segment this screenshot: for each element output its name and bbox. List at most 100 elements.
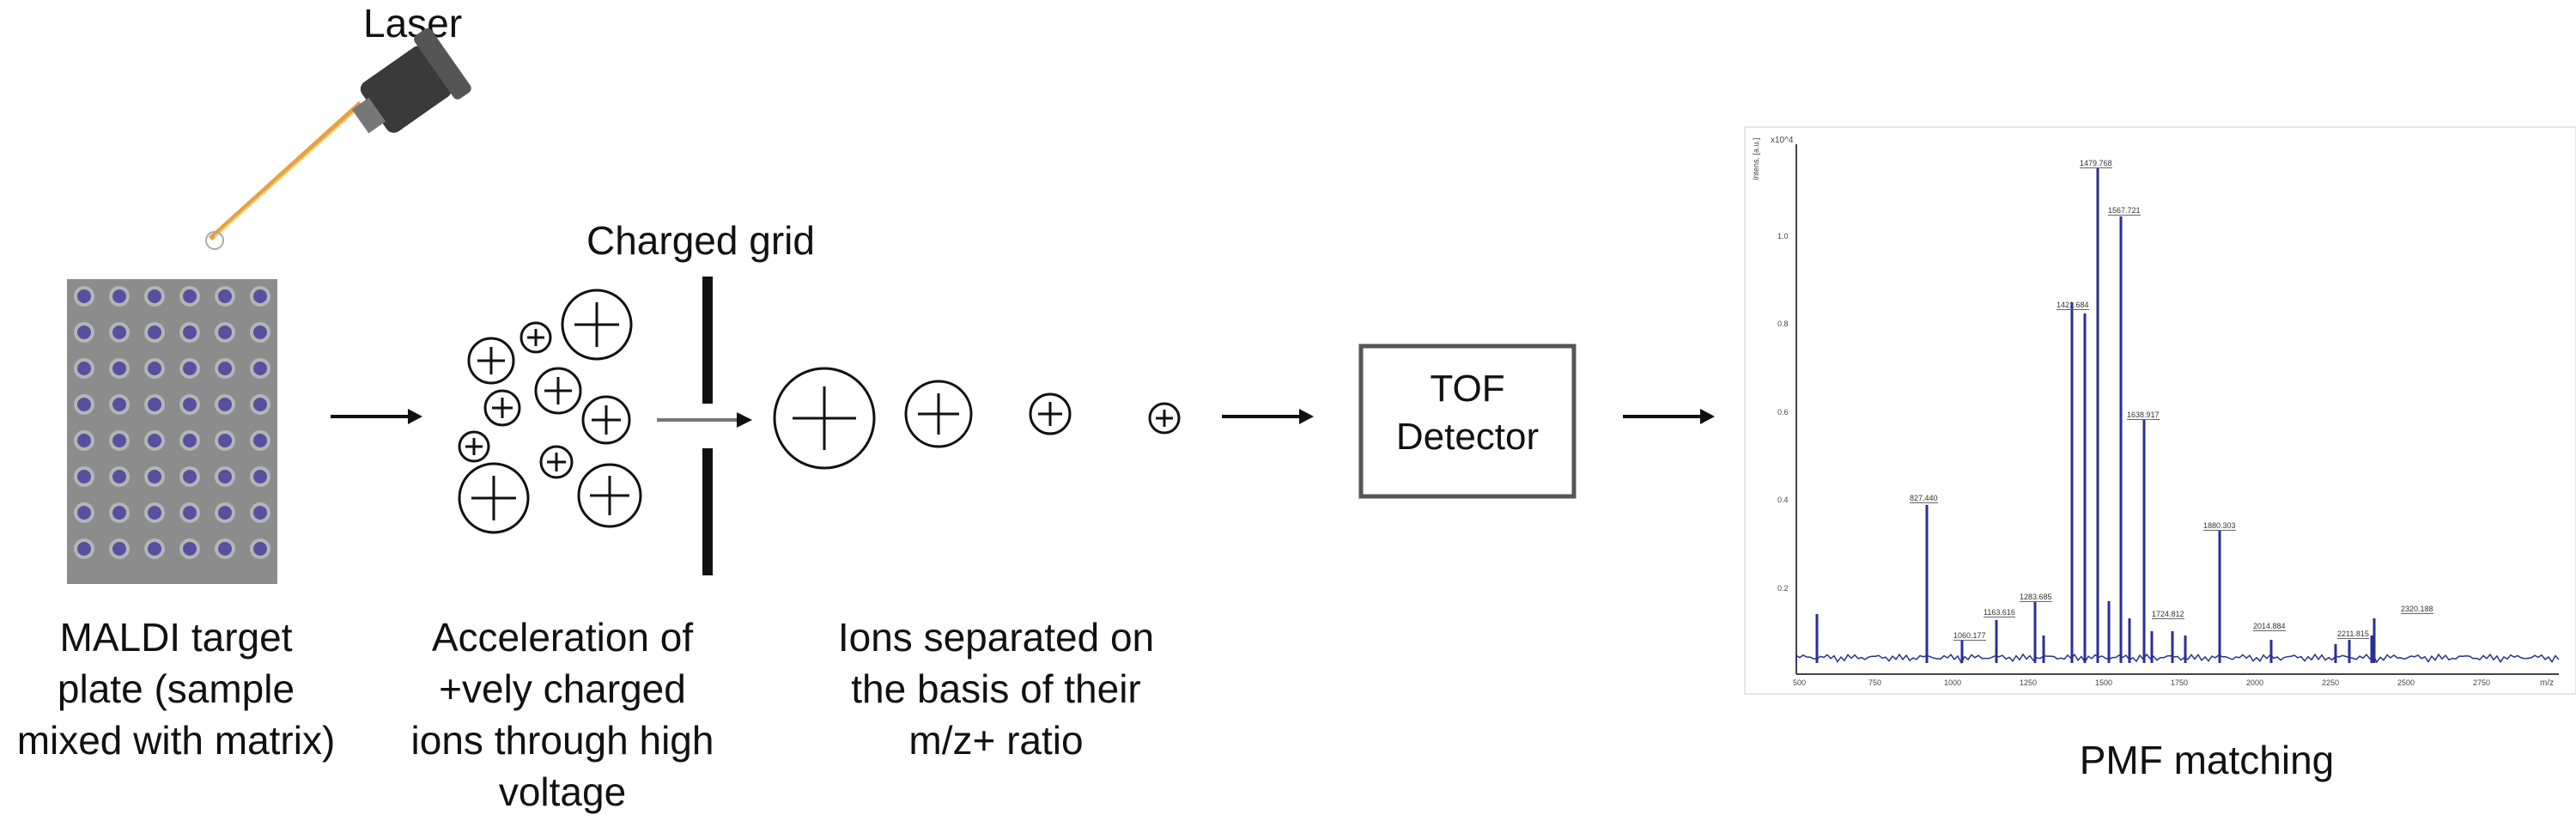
plate-well bbox=[253, 289, 267, 303]
spectrum-y-scale-label: x10^4 bbox=[1771, 136, 1794, 145]
caption-pmf: PMF matching bbox=[2079, 738, 2335, 782]
plate-well bbox=[77, 289, 91, 303]
arrow-2 bbox=[1222, 409, 1314, 424]
plate-well bbox=[148, 325, 161, 339]
plate-well bbox=[253, 542, 267, 556]
spectrum-peak-label: 2320.188 bbox=[2401, 605, 2433, 614]
spectrum-peak-label: 1567.721 bbox=[2108, 206, 2141, 216]
spectrum-y-tick: 0.4 bbox=[1777, 496, 1789, 504]
charged-grid-label: Charged grid bbox=[586, 218, 815, 263]
mass-spectrum-plot bbox=[1744, 126, 2576, 695]
charged-grid bbox=[657, 277, 752, 575]
plate-well bbox=[77, 470, 91, 483]
plate-well bbox=[183, 470, 197, 483]
plate-well bbox=[218, 506, 232, 520]
plate-well bbox=[148, 362, 161, 375]
plate-well bbox=[112, 434, 126, 447]
spectrum-x-tick: 2750 bbox=[2473, 678, 2491, 687]
plate-well bbox=[218, 362, 232, 375]
plate-well bbox=[183, 398, 197, 411]
plate-well bbox=[112, 542, 126, 556]
spectrum-peak-label: 1479.768 bbox=[2080, 159, 2112, 168]
plate-well bbox=[253, 506, 267, 520]
spectrum-peak-label: 1060.177 bbox=[1953, 631, 1986, 641]
arrow-1 bbox=[331, 409, 422, 424]
plate-well bbox=[183, 362, 197, 375]
plate-well bbox=[148, 289, 161, 303]
plate-well bbox=[183, 325, 197, 339]
plate-well bbox=[112, 289, 126, 303]
plate-well bbox=[218, 542, 232, 556]
maldi-target-plate-image bbox=[67, 279, 277, 584]
plate-well bbox=[253, 362, 267, 375]
plate-well bbox=[77, 542, 91, 556]
arrow-3 bbox=[1623, 409, 1715, 424]
spectrum-y-unit-label: Intens. [a.u.] bbox=[1752, 137, 1760, 180]
spectrum-x-tick: 1000 bbox=[1944, 678, 1962, 687]
spectrum-x-tick: 1500 bbox=[2095, 678, 2113, 687]
spectrum-peak-label: 2014.884 bbox=[2253, 622, 2286, 631]
laser-label: Laser bbox=[363, 1, 463, 46]
plate-well bbox=[253, 398, 267, 411]
plate-well bbox=[253, 325, 267, 339]
spectrum-x-tick: 2000 bbox=[2246, 678, 2264, 687]
tof-detector-label: TOF Detector bbox=[1365, 365, 1570, 461]
plate-well bbox=[253, 434, 267, 447]
plate-well bbox=[148, 542, 161, 556]
plate-well bbox=[77, 362, 91, 375]
spectrum-peak-label: 1283.685 bbox=[2020, 593, 2052, 602]
tof-detector-box bbox=[1358, 344, 1577, 499]
tof-detector-line1: TOF bbox=[1430, 368, 1505, 410]
plate-well bbox=[148, 398, 161, 411]
plate-well bbox=[112, 506, 126, 520]
spectrum-peak-label: 1724.812 bbox=[2152, 610, 2184, 619]
spectrum-y-tick: 0.6 bbox=[1777, 408, 1789, 417]
spectrum-peaks bbox=[1795, 167, 2560, 665]
spectrum-x-tick: 1250 bbox=[2020, 678, 2038, 687]
plate-well bbox=[77, 325, 91, 339]
plate-well bbox=[253, 470, 267, 483]
spectrum-x-unit-label: m/z bbox=[2540, 678, 2555, 688]
plate-well bbox=[183, 506, 197, 520]
plate-well bbox=[218, 289, 232, 303]
spectrum-peak-label: 1163.616 bbox=[1984, 608, 2015, 617]
plate-well bbox=[112, 362, 126, 375]
separated-ions bbox=[773, 367, 1181, 470]
plate-well bbox=[112, 325, 126, 339]
spectrum-peak-label: 2211.815 bbox=[2337, 629, 2369, 639]
plate-well bbox=[148, 470, 161, 483]
caption-maldi: MALDI target plate (sample mixed with ma… bbox=[16, 615, 336, 763]
plate-well bbox=[183, 289, 197, 303]
spectrum-x-tick: 2250 bbox=[2322, 678, 2340, 687]
spectrum-peak-label: 1880.303 bbox=[2203, 521, 2236, 531]
tof-detector-line2: Detector bbox=[1395, 416, 1540, 458]
plate-well bbox=[218, 434, 232, 447]
spectrum-x-tick: 1750 bbox=[2171, 678, 2189, 687]
plate-well bbox=[218, 398, 232, 411]
spectrum-peak-label: 1638.917 bbox=[2127, 410, 2160, 420]
plate-well bbox=[112, 398, 126, 411]
laser-icon bbox=[205, 27, 471, 250]
plate-well bbox=[77, 506, 91, 520]
plate-well bbox=[77, 434, 91, 447]
spectrum-x-tick: 500 bbox=[1793, 678, 1807, 687]
plate-well bbox=[183, 542, 197, 556]
plate-well bbox=[218, 470, 232, 483]
spectrum-x-tick: 750 bbox=[1868, 678, 1882, 687]
plate-well bbox=[148, 434, 161, 447]
ion-cluster bbox=[458, 289, 642, 534]
plate-well bbox=[218, 325, 232, 339]
spectrum-baseline bbox=[1795, 653, 2560, 665]
plate-well bbox=[183, 434, 197, 447]
spectrum-peak-label: 1421.684 bbox=[2057, 301, 2089, 310]
caption-separation: Ions separated on the basis of their m/z… bbox=[837, 615, 1155, 763]
plate-well bbox=[77, 398, 91, 411]
plate-well bbox=[112, 470, 126, 483]
plate-well bbox=[148, 506, 161, 520]
spectrum-y-tick: 0.8 bbox=[1777, 319, 1789, 328]
spectrum-y-tick: 1.0 bbox=[1777, 232, 1789, 240]
spectrum-x-tick: 2500 bbox=[2397, 678, 2415, 687]
caption-acceleration: Acceleration of +vely charged ions throu… bbox=[410, 615, 714, 814]
spectrum-y-tick: 0.2 bbox=[1777, 584, 1789, 593]
